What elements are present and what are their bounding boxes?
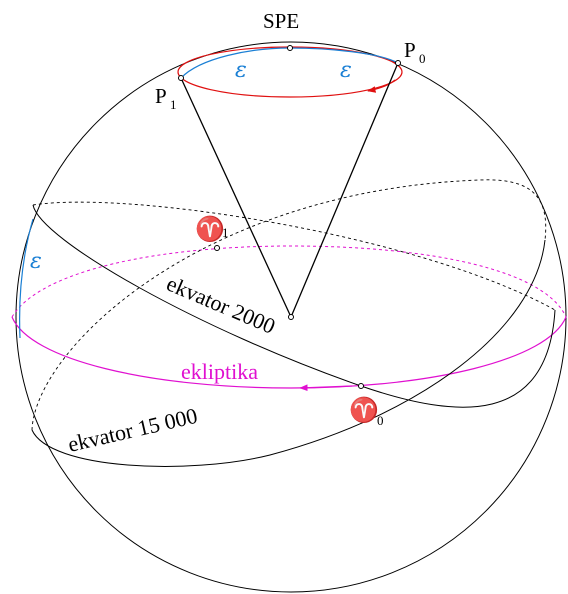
equator-15000-label: ekvator 15 000 (66, 403, 200, 457)
equator-2000-label: ekvator 2000 (163, 271, 279, 339)
epsilon-right-label: ε (340, 58, 352, 83)
epsilon-side-arc (19, 218, 34, 339)
vernal-point-0 (358, 383, 364, 389)
vernal-point-0-symbol: ♈ (349, 396, 379, 424)
ecliptic-back-arc (11, 245, 567, 318)
equator-2000-back-arc (32, 201, 556, 311)
p1-subscript: 1 (170, 97, 177, 112)
vernal-point-1-subscript: 1 (222, 225, 229, 240)
spe-label: SPE (263, 9, 299, 33)
ecliptic-front-arc (11, 316, 567, 389)
spe-point (287, 45, 293, 51)
precession-direction-arrow (367, 79, 396, 93)
epsilon-side-label: ε (30, 249, 42, 274)
cone-line-to-p0 (290, 62, 399, 318)
p0-label: P (404, 38, 416, 62)
cone-line-to-p1 (180, 77, 292, 318)
vernal-point-1 (214, 245, 220, 251)
sphere-center-point (288, 314, 294, 320)
p0-point (395, 60, 401, 66)
epsilon-left-label: ε (235, 58, 247, 83)
equator-2000-front-arc (32, 204, 556, 408)
p0-subscript: 0 (419, 51, 426, 66)
equator-15000-back-arc (31, 179, 547, 431)
equator-15000-front-arc (31, 239, 546, 467)
vernal-point-1-symbol: ♈ (195, 215, 225, 243)
p1-point (178, 75, 184, 81)
ecliptic-direction-arrow (299, 384, 353, 392)
p1-label: P (155, 84, 167, 108)
ecliptic-label: ekliptika (181, 359, 258, 384)
vernal-point-0-subscript: 0 (377, 413, 384, 428)
